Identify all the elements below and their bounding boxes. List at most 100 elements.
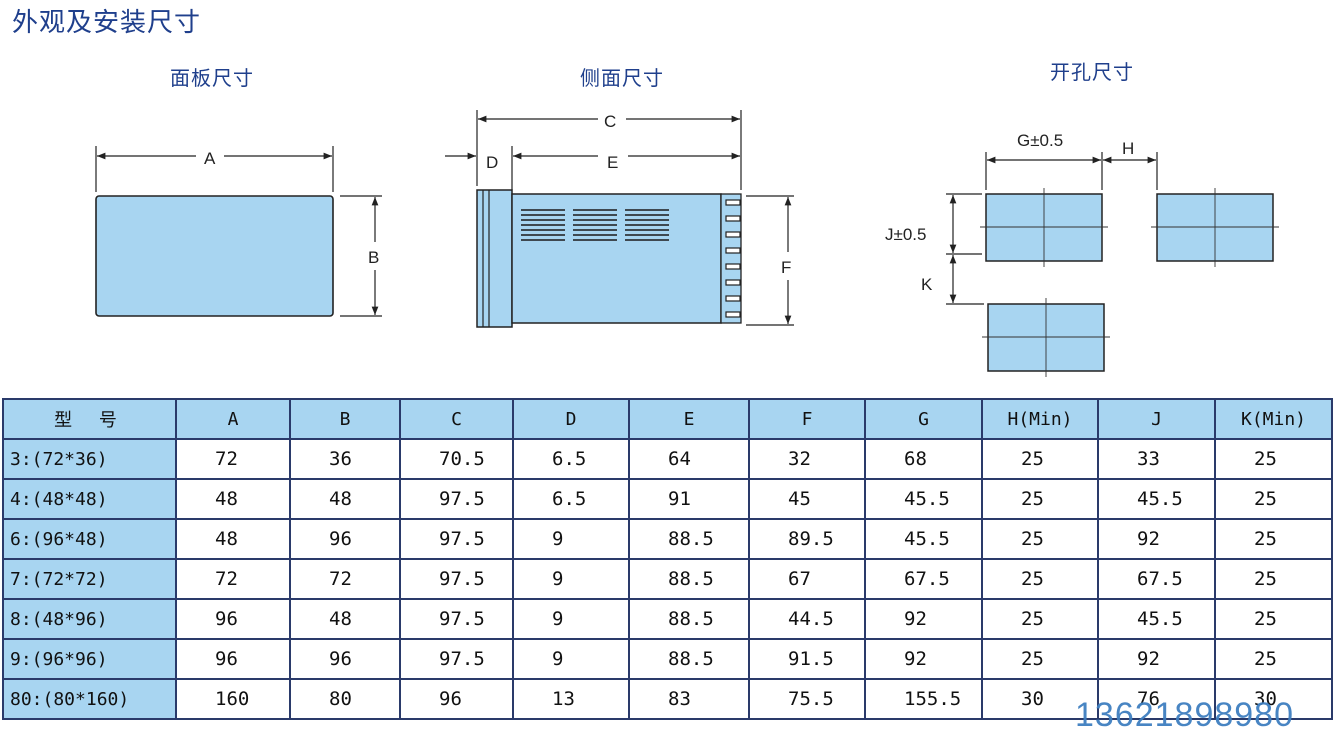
dim-label-g: G±0.5 — [1017, 131, 1063, 150]
cell-b: 36 — [289, 438, 401, 480]
cell-g: 45.5 — [864, 518, 983, 560]
cell-model: 4:(48*48) — [2, 478, 177, 520]
cell-h: 25 — [981, 558, 1099, 600]
cell-c: 97.5 — [399, 558, 514, 600]
dim-label-e: E — [607, 153, 618, 172]
cell-b: 48 — [289, 598, 401, 640]
header-model: 型 号 — [2, 398, 177, 440]
cell-g: 155.5 — [864, 678, 983, 720]
cell-g: 92 — [864, 638, 983, 680]
vent-slots — [521, 209, 669, 241]
cell-a: 72 — [175, 438, 291, 480]
cell-model: 3:(72*36) — [2, 438, 177, 480]
table-header-row: 型 号 A B C D E F G H(Min) J K(Min) — [2, 398, 1333, 440]
header-k-min: K(Min) — [1214, 398, 1333, 440]
dim-label-k: K — [921, 275, 933, 294]
panel-drawing — [95, 146, 382, 317]
table-row: 7:(72*72) 72 72 97.5 9 88.5 67 67.5 25 6… — [2, 558, 1333, 600]
cell-a: 48 — [175, 518, 291, 560]
cell-c: 96 — [399, 678, 514, 720]
cell-b: 96 — [289, 638, 401, 680]
dimension-drawings: A B — [95, 110, 1279, 377]
cell-k: 25 — [1214, 478, 1333, 520]
dim-label-b: B — [368, 248, 379, 267]
cell-g: 45.5 — [864, 478, 983, 520]
header-b: B — [289, 398, 401, 440]
cell-g: 67.5 — [864, 558, 983, 600]
panel-face — [95, 195, 334, 317]
cell-d: 6.5 — [512, 478, 630, 520]
terminal-screws — [725, 199, 741, 318]
dim-label-j: J±0.5 — [885, 225, 926, 244]
dim-label-a: A — [204, 149, 216, 168]
cell-c: 97.5 — [399, 518, 514, 560]
cell-a: 96 — [175, 598, 291, 640]
cell-f: 67 — [748, 558, 866, 600]
terminal-block — [720, 193, 742, 324]
dimension-table: 型 号 A B C D E F G H(Min) J K(Min) 3:(72*… — [2, 398, 1333, 720]
cell-a: 160 — [175, 678, 291, 720]
cell-e: 88.5 — [628, 598, 750, 640]
cell-b: 48 — [289, 478, 401, 520]
cell-c: 97.5 — [399, 478, 514, 520]
table-row: 4:(48*48) 48 48 97.5 6.5 91 45 45.5 25 4… — [2, 478, 1333, 520]
cell-f: 75.5 — [748, 678, 866, 720]
cell-j: 92 — [1097, 638, 1216, 680]
center-lines — [980, 188, 1279, 377]
cell-h: 25 — [981, 638, 1099, 680]
cell-d: 9 — [512, 638, 630, 680]
cell-k: 25 — [1214, 518, 1333, 560]
table-row: 8:(48*96) 96 48 97.5 9 88.5 44.5 92 25 4… — [2, 598, 1333, 640]
cell-e: 88.5 — [628, 638, 750, 680]
panel-drawing-title: 面板尺寸 — [170, 66, 254, 90]
cell-k: 25 — [1214, 438, 1333, 480]
cell-k: 30 — [1214, 678, 1333, 720]
cell-a: 96 — [175, 638, 291, 680]
cell-g: 92 — [864, 598, 983, 640]
dim-label-f: F — [781, 258, 791, 277]
cell-c: 70.5 — [399, 438, 514, 480]
cell-d: 9 — [512, 598, 630, 640]
dim-label-c: C — [604, 112, 616, 131]
cell-j: 67.5 — [1097, 558, 1216, 600]
cell-e: 91 — [628, 478, 750, 520]
cell-f: 91.5 — [748, 638, 866, 680]
cell-j: 92 — [1097, 518, 1216, 560]
header-g: G — [864, 398, 983, 440]
header-d: D — [512, 398, 630, 440]
cell-f: 32 — [748, 438, 866, 480]
side-drawing — [445, 110, 794, 328]
table-row: 3:(72*36) 72 36 70.5 6.5 64 32 68 25 33 … — [2, 438, 1333, 480]
header-f: F — [748, 398, 866, 440]
cell-a: 72 — [175, 558, 291, 600]
cutout-drawing — [946, 152, 1279, 377]
cell-c: 97.5 — [399, 598, 514, 640]
cell-e: 64 — [628, 438, 750, 480]
cell-f: 44.5 — [748, 598, 866, 640]
cell-b: 72 — [289, 558, 401, 600]
cutout-drawing-title: 开孔尺寸 — [1050, 60, 1134, 84]
cell-h: 25 — [981, 598, 1099, 640]
cell-f: 45 — [748, 478, 866, 520]
cell-k: 25 — [1214, 638, 1333, 680]
cell-h: 30 — [981, 678, 1099, 720]
cell-d: 13 — [512, 678, 630, 720]
header-e: E — [628, 398, 750, 440]
header-j: J — [1097, 398, 1216, 440]
cell-g: 68 — [864, 438, 983, 480]
header-c: C — [399, 398, 514, 440]
header-a: A — [175, 398, 291, 440]
cell-model: 8:(48*96) — [2, 598, 177, 640]
table-row: 9:(96*96) 96 96 97.5 9 88.5 91.5 92 25 9… — [2, 638, 1333, 680]
cell-e: 88.5 — [628, 518, 750, 560]
cell-k: 25 — [1214, 558, 1333, 600]
cell-e: 83 — [628, 678, 750, 720]
cell-c: 97.5 — [399, 638, 514, 680]
cell-j: 76 — [1097, 678, 1216, 720]
table-row: 80:(80*160) 160 80 96 13 83 75.5 155.5 3… — [2, 678, 1333, 720]
dim-label-d: D — [486, 153, 498, 172]
cell-j: 45.5 — [1097, 478, 1216, 520]
cell-model: 80:(80*160) — [2, 678, 177, 720]
cell-j: 33 — [1097, 438, 1216, 480]
cell-e: 88.5 — [628, 558, 750, 600]
